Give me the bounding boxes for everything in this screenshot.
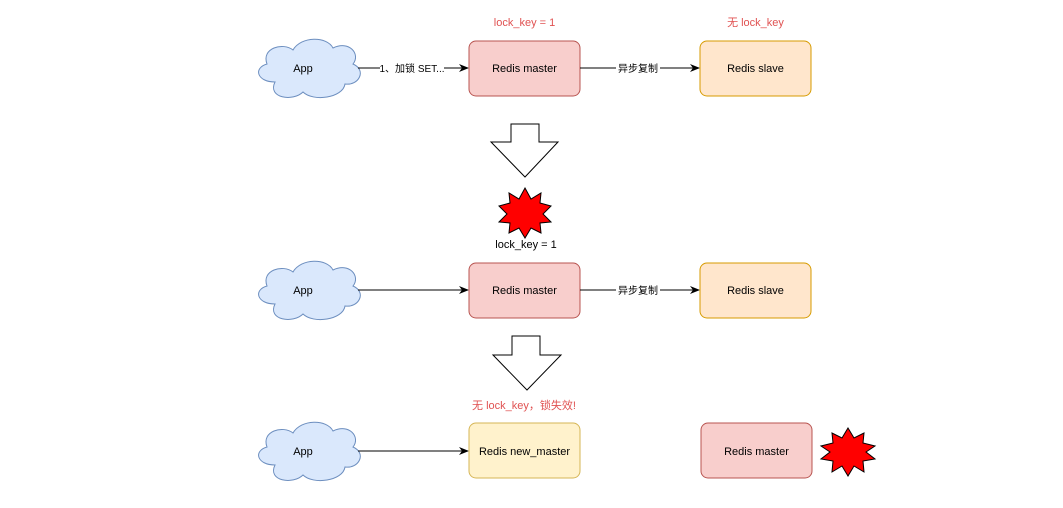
redis-slave-label: Redis slave bbox=[727, 63, 784, 75]
app-label: App bbox=[293, 285, 313, 297]
master-note-lock-key: lock_key = 1 bbox=[494, 17, 555, 29]
app-cloud-3: App bbox=[258, 421, 361, 482]
redis-master-node-2: Redis master bbox=[468, 262, 581, 319]
edge-label-async-replication: 异步复制 bbox=[618, 62, 658, 75]
redis-master-node-1: Redis master bbox=[468, 40, 581, 97]
redis-master-label: Redis master bbox=[492, 285, 557, 297]
explosion-icon bbox=[497, 186, 553, 239]
edge-app-to-master-1: 1、加锁 SET... bbox=[358, 61, 469, 75]
down-arrow-icon bbox=[489, 123, 560, 178]
app-label: App bbox=[293, 446, 313, 458]
redis-master-label: Redis master bbox=[492, 63, 557, 75]
new-master-note-lock-invalid: 无 lock_key，锁失效! bbox=[472, 398, 576, 412]
redis-new-master-node: Redis new_master bbox=[468, 422, 581, 479]
redis-old-master-node: Redis master bbox=[700, 422, 813, 479]
stage-1: App 1、加锁 SET... Redis master lock_key = … bbox=[258, 17, 812, 99]
master-note-lock-key: lock_key = 1 bbox=[495, 239, 556, 251]
explosion-icon bbox=[819, 427, 877, 477]
redis-slave-label: Redis slave bbox=[727, 285, 784, 297]
stage-2: lock_key = 1 App Redis master 异步复制 Redis… bbox=[258, 239, 812, 321]
edge-label-async-replication: 异步复制 bbox=[618, 284, 658, 297]
app-cloud-2: App bbox=[258, 260, 361, 321]
slave-note-no-lock-key: 无 lock_key bbox=[727, 17, 784, 29]
down-arrow-icon bbox=[491, 335, 563, 391]
app-cloud-1: App bbox=[258, 38, 361, 99]
redis-slave-node-2: Redis slave bbox=[699, 262, 812, 319]
app-label: App bbox=[293, 63, 313, 75]
redis-new-master-label: Redis new_master bbox=[479, 446, 570, 458]
edge-label-lock-set: 1、加锁 SET... bbox=[379, 62, 444, 75]
edge-master-to-slave-1: 异步复制 bbox=[580, 61, 700, 75]
redis-master-label: Redis master bbox=[724, 446, 789, 458]
stage-3: 无 lock_key，锁失效! App Redis new_master Red… bbox=[258, 398, 877, 482]
edge-master-to-slave-2: 异步复制 bbox=[580, 283, 700, 297]
redis-slave-node-1: Redis slave bbox=[699, 40, 812, 97]
